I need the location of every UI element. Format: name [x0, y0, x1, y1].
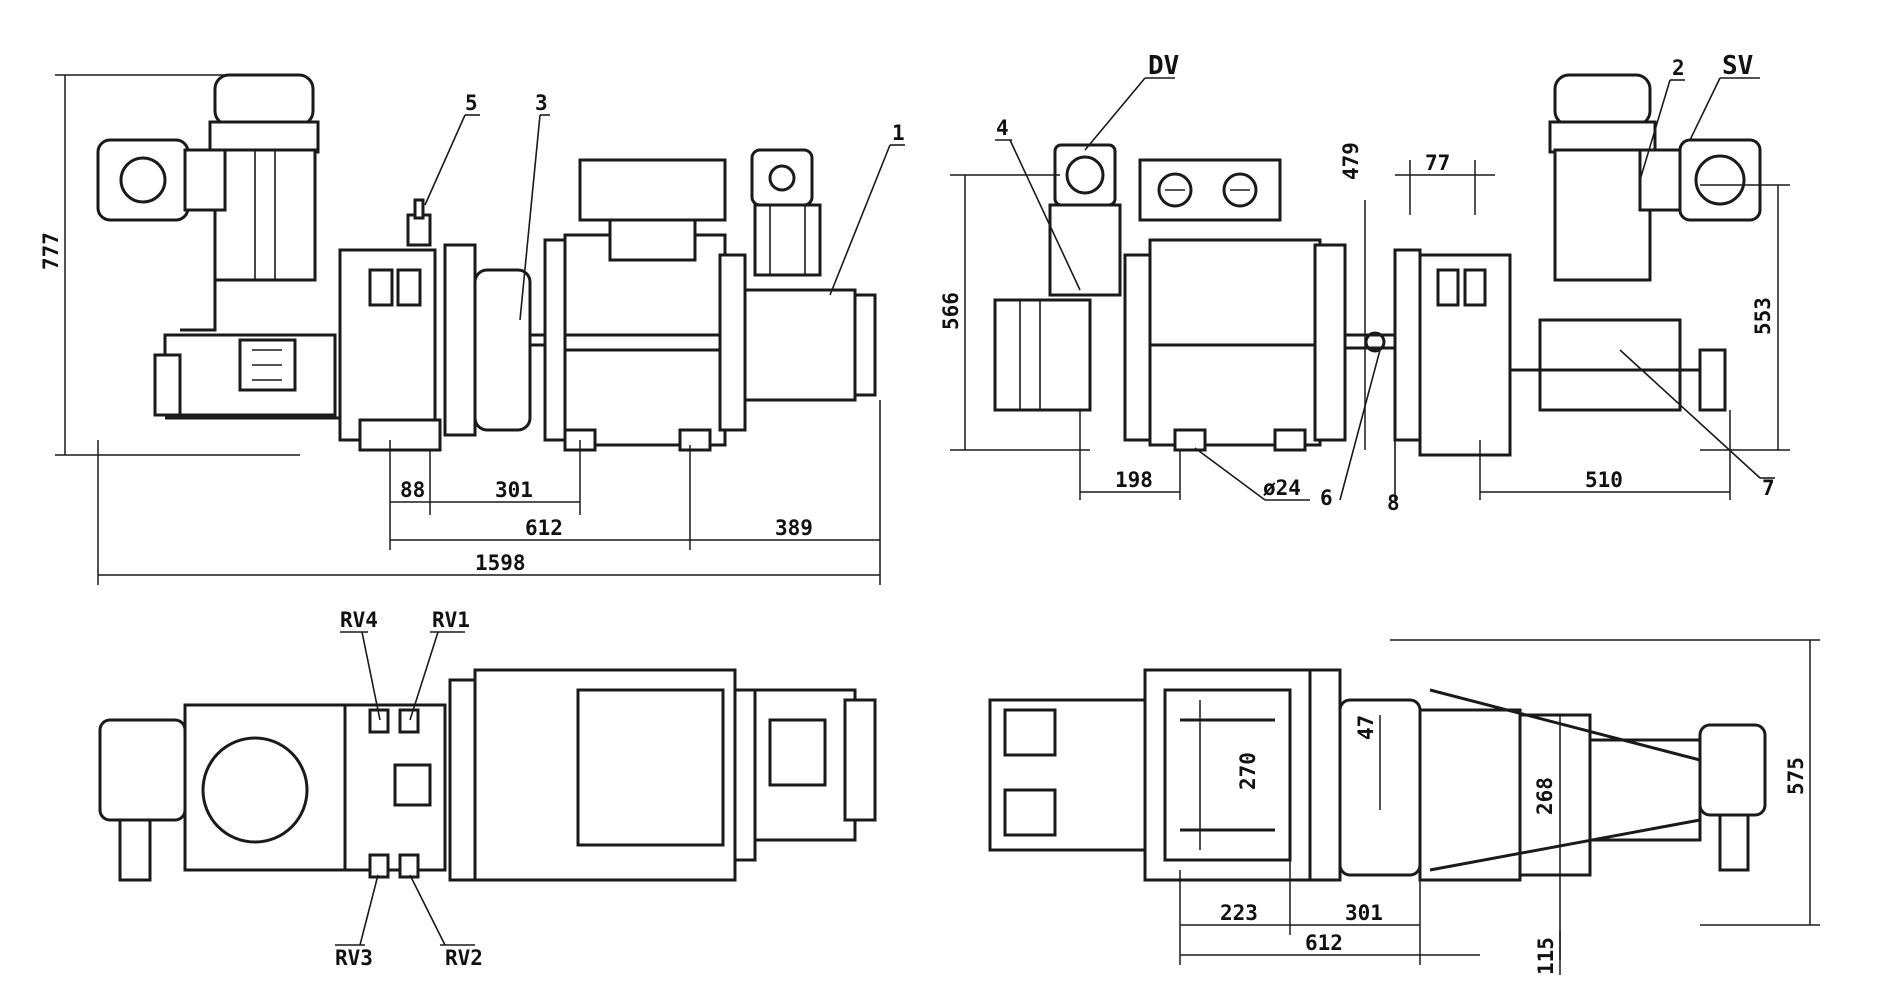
dim-510: 510 [1585, 468, 1623, 492]
bottom-plan-view [988, 668, 1767, 882]
suction-valve-body [96, 138, 190, 222]
front-view-dimensions: 777 88 301 612 389 1598 [39, 74, 881, 585]
dim-88: 88 [400, 478, 425, 502]
plan-oil-sight [118, 818, 152, 882]
callout-4: 4 [996, 116, 1009, 140]
base-bearing-block [1418, 708, 1522, 882]
plan-terminal-cover [576, 688, 725, 847]
oil-separator-block [1538, 318, 1682, 412]
motor-cap [213, 73, 315, 127]
callout-rv3: RV3 [335, 946, 373, 970]
flange-ring [443, 243, 477, 437]
top-plan-callouts: RV4 RV1 RV3 RV2 [335, 608, 483, 970]
callout-3: 3 [535, 91, 548, 115]
callout-6: 6 [1320, 486, 1333, 510]
rear-view-dimensions: 566 479 77 553 198 510 ø24 [939, 142, 1790, 501]
dim-223: 223 [1220, 901, 1258, 925]
plan-motor-circle [201, 736, 309, 844]
callout-rv4: RV4 [340, 608, 378, 632]
callout-sv: SV [1722, 51, 1753, 81]
dim-301-bottom: 301 [1345, 901, 1383, 925]
plan-motor-housing [183, 703, 347, 872]
callout-1: 1 [892, 121, 905, 145]
suction-valve-flange [1678, 138, 1762, 222]
main-flange-right [718, 253, 747, 432]
callout-7: 7 [1762, 476, 1775, 500]
dim-198: 198 [1115, 468, 1153, 492]
rear-view-callouts: DV 4 6 8 2 SV 7 [995, 51, 1775, 515]
dim-47: 47 [1354, 715, 1378, 740]
rear-main-casing [1148, 238, 1322, 447]
rear-motor-cap [1553, 73, 1652, 127]
callout-dv: DV [1148, 51, 1179, 81]
dim-777: 777 [39, 232, 63, 270]
dim-575: 575 [1784, 757, 1808, 795]
callout-rv2: RV2 [445, 946, 483, 970]
motor-flange [208, 120, 320, 154]
rear-motor-body [1553, 148, 1652, 282]
front-view-callouts: 5 3 1 [424, 91, 905, 321]
dim-77: 77 [1425, 151, 1450, 175]
dim-270: 270 [1236, 752, 1260, 790]
dim-389: 389 [775, 516, 813, 540]
callout-rv1: RV1 [432, 608, 470, 632]
dim-301-front: 301 [495, 478, 533, 502]
callout-5: 5 [465, 91, 478, 115]
terminal-box [578, 158, 727, 222]
bottom-plan-dimensions: 270 47 268 575 223 301 612 115 [1179, 639, 1820, 975]
rotor-housing [473, 268, 532, 432]
callout-8: 8 [1387, 491, 1400, 515]
dim-566: 566 [939, 292, 963, 330]
dim-612-bottom: 612 [1305, 931, 1343, 955]
dim-479: 479 [1339, 142, 1363, 180]
plan-suction-housing [98, 718, 187, 822]
discharge-valve-flange [1053, 143, 1117, 207]
dim-268: 268 [1533, 777, 1557, 815]
capacity-valve [750, 148, 814, 207]
dim-115: 115 [1534, 937, 1558, 975]
rear-terminal-box [1138, 158, 1282, 222]
rear-motor-end [993, 298, 1092, 412]
top-plan-view [98, 668, 877, 882]
dim-553: 553 [1751, 297, 1775, 335]
main-casing [563, 233, 727, 447]
callout-2: 2 [1672, 56, 1685, 80]
dim-612-front: 612 [525, 516, 563, 540]
front-elevation-view [96, 73, 877, 452]
motor-body [213, 148, 317, 282]
rear-elevation-view [993, 73, 1762, 457]
dim-dia-24: ø24 [1263, 476, 1301, 500]
dim-1598: 1598 [475, 551, 526, 575]
discharge-housing [743, 288, 857, 402]
